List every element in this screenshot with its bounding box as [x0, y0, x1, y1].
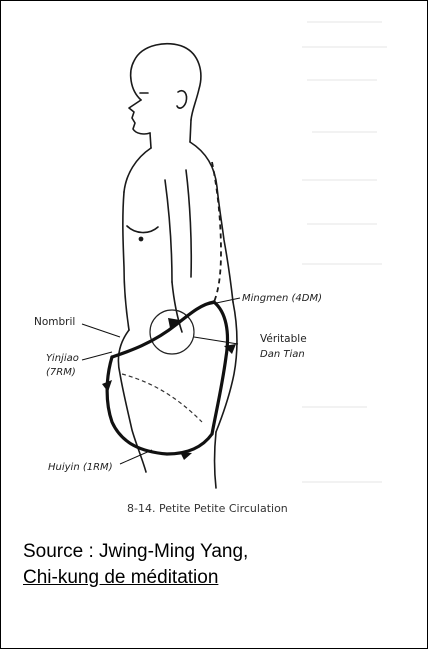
- body-outline: [118, 44, 236, 488]
- source-citation: Source : Jwing-Ming Yang, Chi-kung de mé…: [23, 539, 248, 591]
- label-yinjiao-code: (7RM): [46, 367, 76, 378]
- circulation-loop: [107, 302, 227, 454]
- source-book-title: Chi-kung de méditation: [23, 565, 248, 591]
- label-huiyin: Huiyin (1RM): [48, 462, 113, 473]
- label-dan-tian: Dan Tian: [260, 349, 305, 360]
- source-line: Source : Jwing-Ming Yang,: [23, 539, 248, 565]
- label-veritable: Véritable: [260, 333, 307, 345]
- leader-lines: [82, 298, 240, 464]
- figure-caption: 8-14. Petite Petite Circulation: [127, 502, 288, 515]
- inner-dashed-path: [122, 374, 202, 422]
- governing-channel-dashed: [212, 162, 221, 302]
- label-mingmen: Mingmen (4DM): [242, 293, 322, 304]
- label-yinjiao: Yinjiao: [46, 353, 79, 364]
- label-nombril: Nombril: [34, 316, 75, 328]
- circulation-illustration: Nombril Yinjiao (7RM) Huiyin (1RM) Mingm…: [2, 2, 426, 527]
